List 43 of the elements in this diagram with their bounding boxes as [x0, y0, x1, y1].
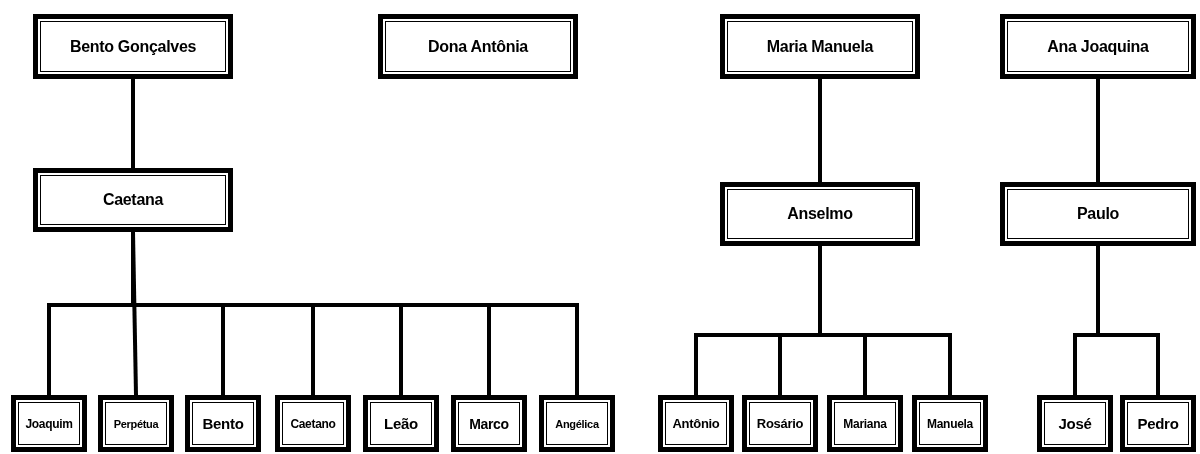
- person-name: José: [1058, 415, 1092, 432]
- person-name: Caetana: [102, 191, 164, 209]
- person-name: Maria Manuela: [766, 37, 874, 56]
- connector-line: [1096, 79, 1100, 182]
- person-box: [451, 395, 527, 452]
- person-name: Anselmo: [787, 205, 853, 223]
- person-box: [658, 395, 734, 452]
- person-box: [1120, 395, 1196, 452]
- person-name: Joaquim: [25, 416, 73, 431]
- person-box: [378, 14, 578, 79]
- person-name: Leão: [384, 415, 418, 432]
- person-box: [912, 395, 988, 452]
- person-name: Ana Joaquina: [1047, 37, 1149, 56]
- person-name: Rosário: [756, 416, 804, 431]
- person-box: [1000, 14, 1196, 79]
- person-name: Mariana: [843, 416, 887, 431]
- person-box: [720, 14, 920, 79]
- person-box: [11, 395, 87, 452]
- person-box: [33, 14, 233, 79]
- person-name: Manuela: [927, 416, 973, 431]
- person-box: [1000, 182, 1196, 246]
- person-name: Antônio: [672, 416, 720, 431]
- connector-line: [818, 79, 822, 182]
- person-name: Dona Antônia: [428, 37, 528, 56]
- person-box: [539, 395, 615, 452]
- person-box: [827, 395, 903, 452]
- person-name: Marco: [469, 415, 509, 432]
- person-box: [98, 395, 174, 452]
- person-box: [363, 395, 439, 452]
- person-name: Bento Gonçalves: [69, 37, 197, 56]
- person-name: Bento: [202, 415, 244, 432]
- person-name: Pedro: [1137, 415, 1179, 432]
- person-box: [185, 395, 261, 452]
- connector-line: [131, 79, 135, 168]
- person-name: Angélica: [555, 417, 599, 430]
- person-box: [275, 395, 351, 452]
- person-name: Caetano: [290, 416, 336, 431]
- person-box: [1037, 395, 1113, 452]
- person-name: Paulo: [1076, 205, 1120, 223]
- person-box: [33, 168, 233, 232]
- person-box: [720, 182, 920, 246]
- person-name: Perpétua: [113, 417, 159, 430]
- person-box: [742, 395, 818, 452]
